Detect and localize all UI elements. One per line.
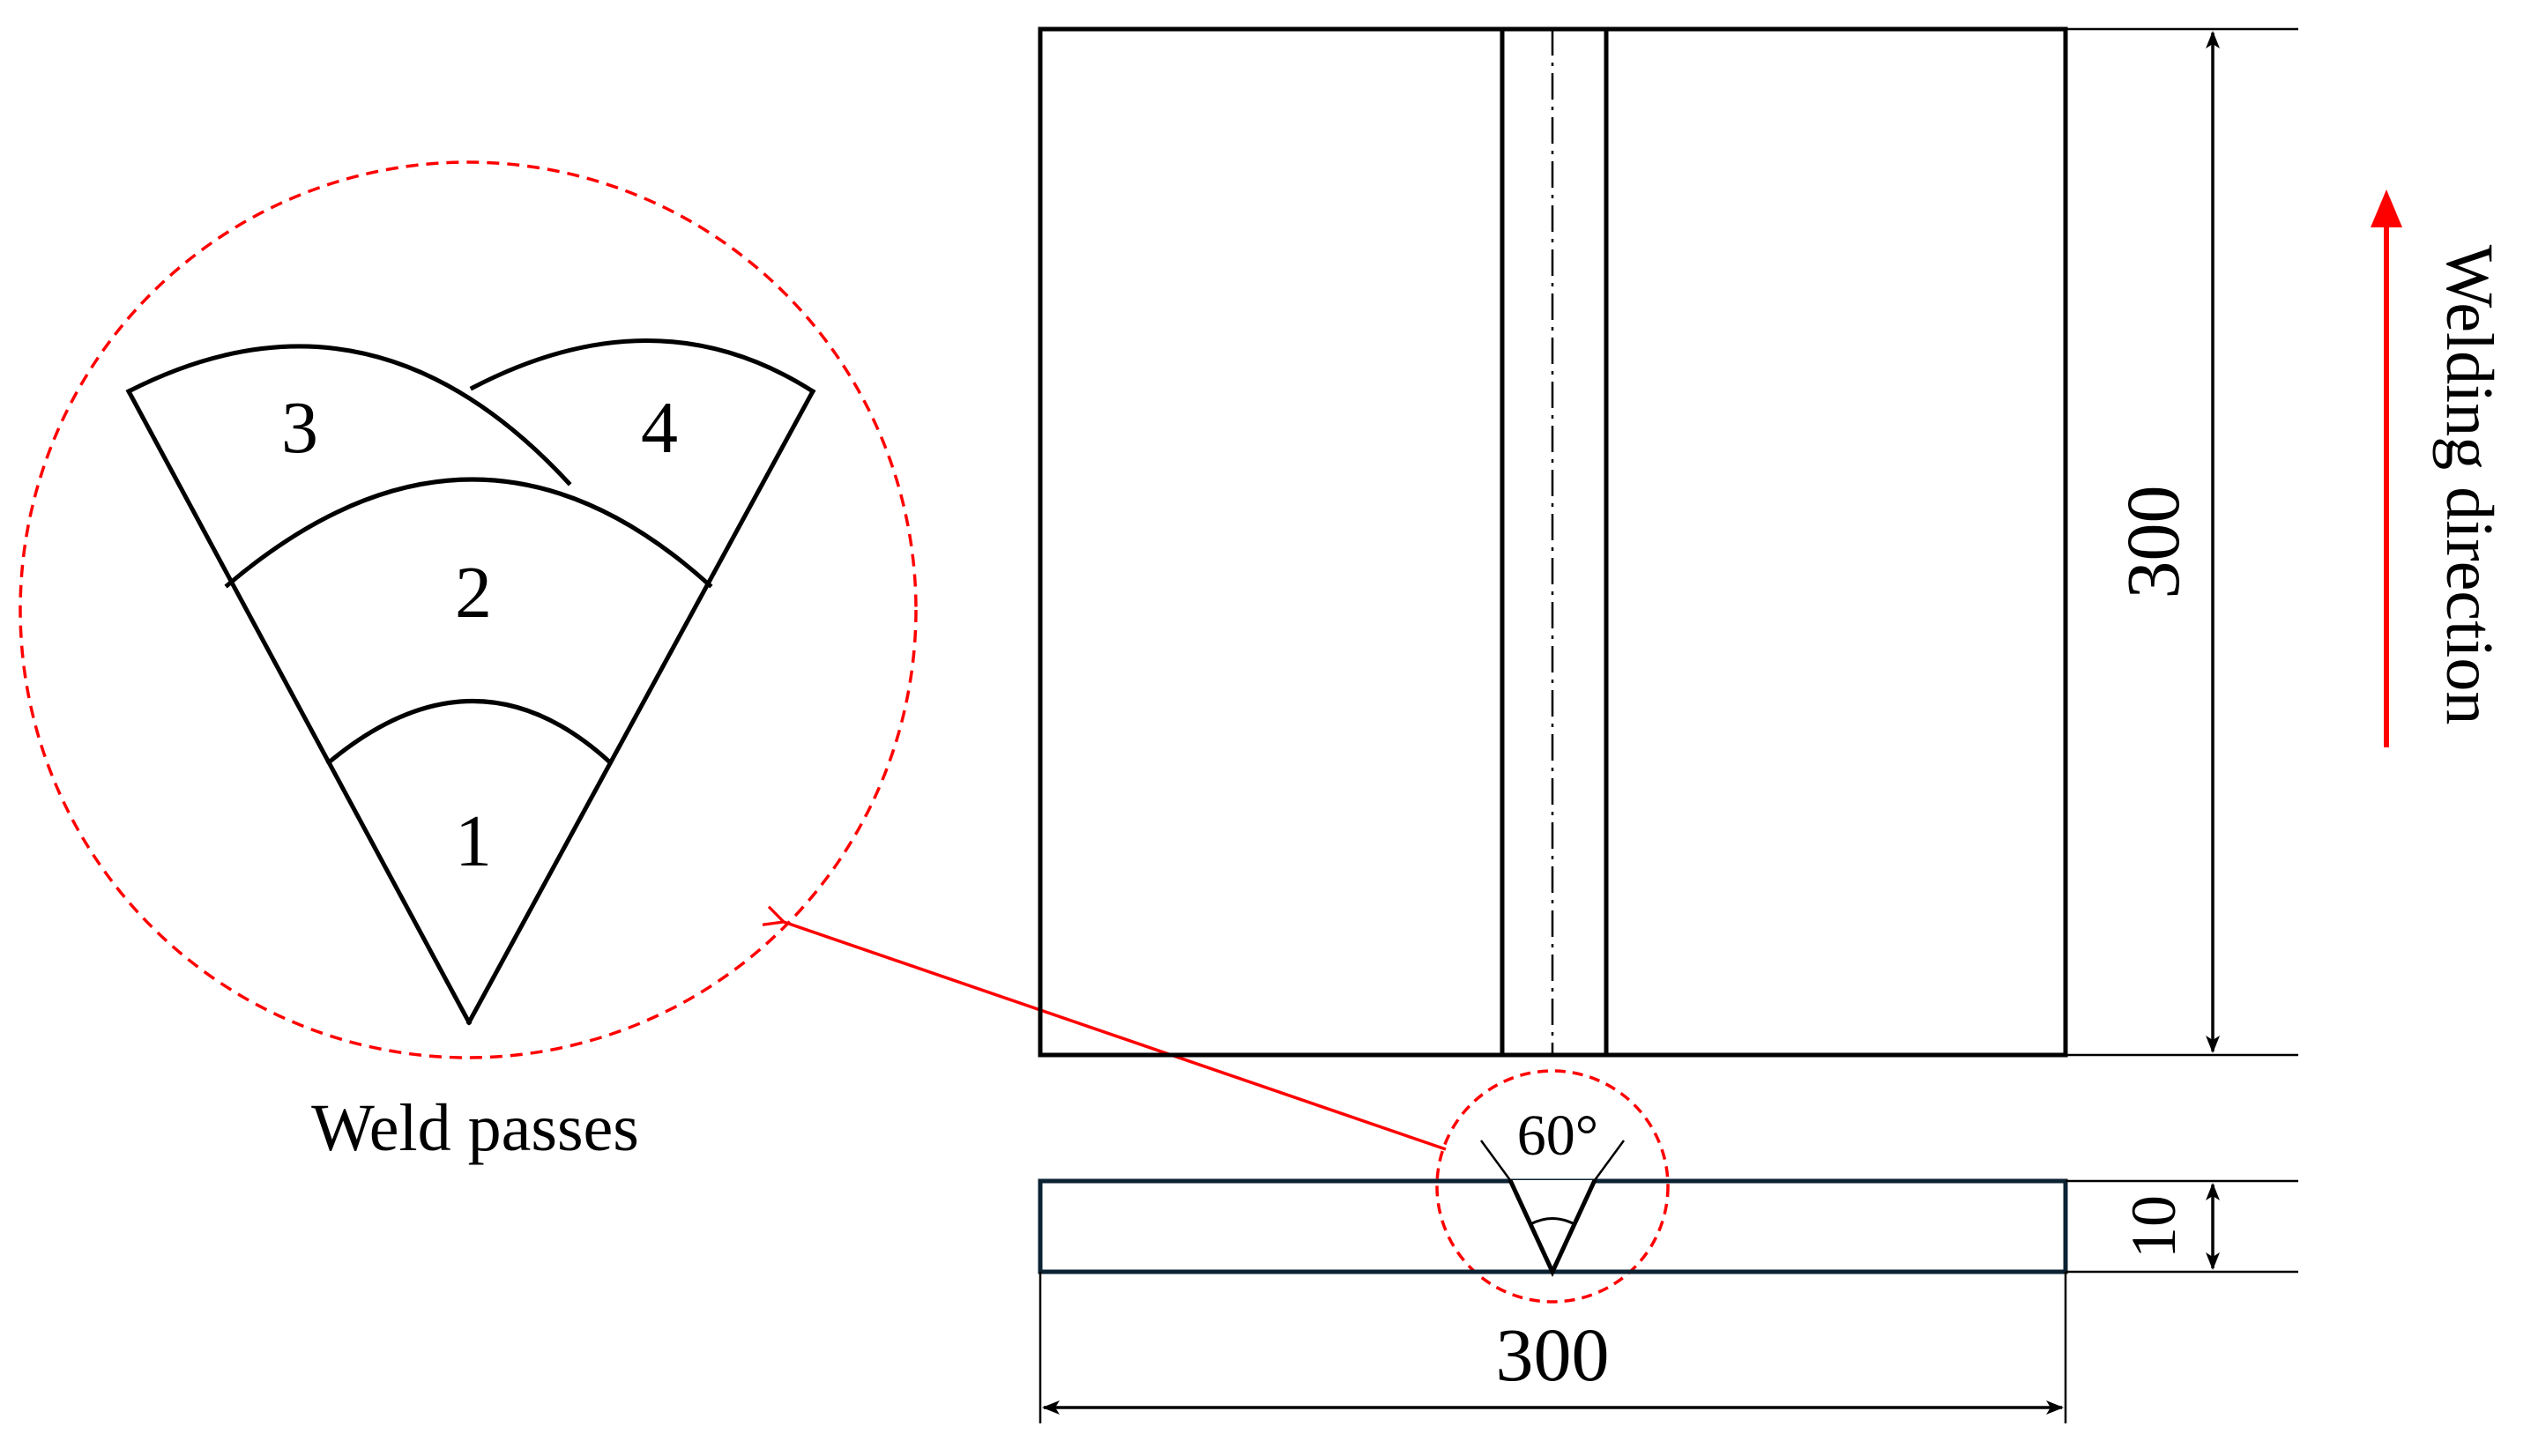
detail-callout <box>784 922 1670 1304</box>
pass-label-1: 1 <box>455 800 492 882</box>
groove-angle-ext-right <box>1593 1140 1626 1181</box>
width-dimension-label: 300 <box>1496 1312 1610 1397</box>
pass-3-top-cap <box>125 344 572 487</box>
callout-arrow <box>784 922 1447 1151</box>
groove-angle-arc <box>1530 1217 1575 1226</box>
groove-callout-circle <box>1435 1069 1670 1304</box>
welding-direction-label: Welding direction <box>2432 245 2506 725</box>
groove-angle-ext-left <box>1479 1140 1512 1181</box>
thickness-dimension-label: 10 <box>2118 1195 2189 1259</box>
groove-right-side <box>465 388 816 1026</box>
weld-passes-detail: 1 2 3 4 Weld passes <box>19 160 918 1165</box>
welding-direction-arrowhead <box>2371 189 2402 227</box>
groove-angle-label: 60° <box>1517 1103 1598 1168</box>
groove-v <box>1507 1178 1597 1277</box>
length-dimension-label: 300 <box>2110 486 2195 599</box>
pass-2-boundary <box>224 477 713 589</box>
plate-cross-section: 60° 10 300 <box>1038 1103 2298 1423</box>
pass-4-top-cap <box>469 338 816 395</box>
plate-top-view: 300 <box>1038 26 2298 1058</box>
pass-label-4: 4 <box>641 387 678 469</box>
welding-direction-indicator: Welding direction <box>2371 189 2506 747</box>
pass-label-3: 3 <box>281 387 318 469</box>
groove-left-side <box>125 388 473 1026</box>
detail-callout-circle <box>19 160 918 1059</box>
pass-1-boundary <box>325 699 614 766</box>
weld-passes-caption: Weld passes <box>311 1091 639 1165</box>
pass-label-2: 2 <box>455 552 492 634</box>
